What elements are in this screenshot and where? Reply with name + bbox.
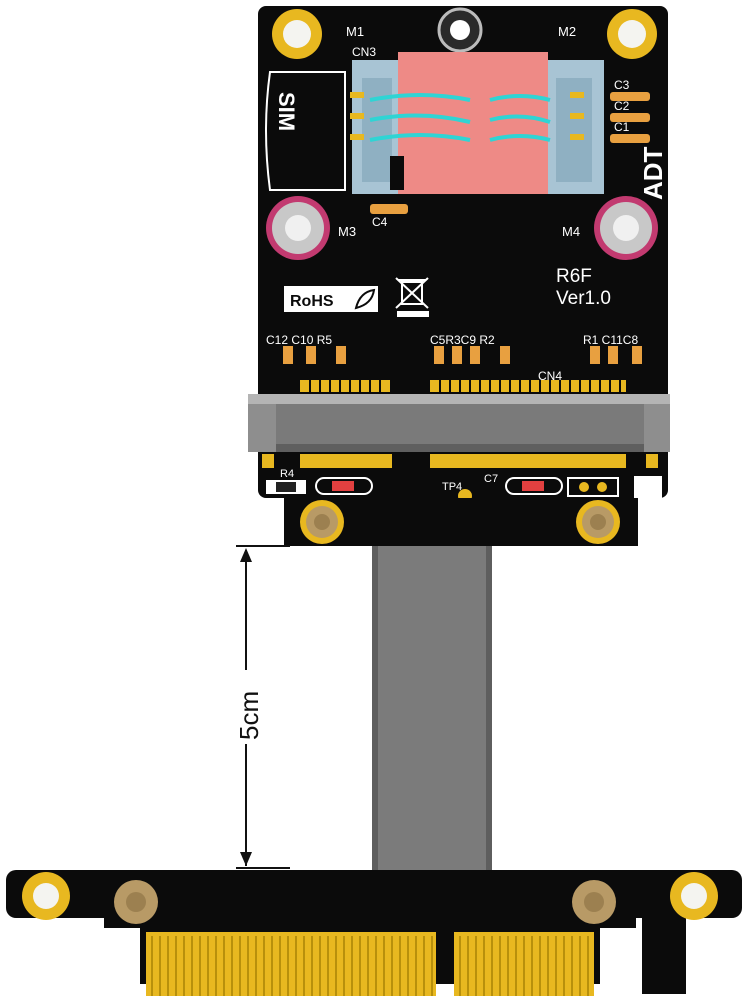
rohs-text: RoHS bbox=[290, 293, 334, 310]
solder-pads-bottom bbox=[262, 454, 658, 468]
label-c3: C3 bbox=[614, 78, 630, 92]
components-left bbox=[283, 346, 346, 364]
caps-right bbox=[610, 92, 650, 143]
brand-label: ADT bbox=[638, 146, 668, 200]
label-m1: M1 bbox=[346, 24, 364, 39]
label-c2: C2 bbox=[614, 99, 630, 113]
label-m2: M2 bbox=[558, 24, 576, 39]
length-label: 5cm bbox=[234, 691, 264, 740]
version-label: Ver1.0 bbox=[556, 288, 611, 309]
mount-hole-top-center bbox=[437, 7, 483, 53]
sim-card bbox=[398, 52, 548, 194]
gold-fingers bbox=[146, 932, 594, 996]
label-c1: C1 bbox=[614, 120, 630, 134]
pcie-x4-board bbox=[6, 870, 742, 996]
top-board-tab bbox=[284, 498, 638, 546]
mount-hole-bottom-right bbox=[670, 872, 718, 920]
label-m3: M3 bbox=[338, 224, 356, 239]
sim-card-slot bbox=[350, 52, 604, 194]
mount-hole-bottom-left bbox=[22, 872, 70, 920]
weee-bin-icon bbox=[395, 277, 429, 317]
label-c7: C7 bbox=[484, 473, 498, 485]
resistor-r4 bbox=[266, 480, 306, 494]
cable-anchor-right bbox=[572, 880, 616, 924]
diode-c6 bbox=[315, 477, 373, 495]
cable-anchor-left bbox=[114, 880, 158, 924]
mount-hole-m3 bbox=[266, 196, 330, 260]
mpcie-adapter-board: M1 M2 M3 M4 SIM CN3 bbox=[248, 6, 670, 509]
rohs-mark: RoHS bbox=[284, 286, 378, 312]
label-r4: R4 bbox=[280, 468, 294, 480]
bracket-tab bbox=[642, 918, 686, 994]
mount-hole-m1 bbox=[272, 9, 322, 59]
label-left-group: C12 C10 R5 bbox=[266, 333, 332, 347]
mount-hole-m4 bbox=[594, 196, 658, 260]
model-label: R6F bbox=[556, 266, 592, 287]
label-c4: C4 bbox=[372, 215, 388, 229]
cap-c4 bbox=[370, 204, 408, 214]
label-mid-group: C5R3C9 R2 bbox=[430, 333, 495, 347]
label-cn3: CN3 bbox=[352, 45, 376, 59]
solder-pads-top bbox=[300, 380, 626, 392]
components-right bbox=[590, 346, 642, 364]
sim-label: SIM bbox=[274, 92, 299, 131]
pcie-slot-connector bbox=[248, 394, 670, 452]
ribbon-cable bbox=[372, 546, 492, 872]
label-right-group: R1 C11C8 bbox=[583, 333, 638, 347]
sim-silkscreen-outline bbox=[265, 71, 346, 191]
label-cn4: CN4 bbox=[538, 369, 562, 383]
components-mid bbox=[434, 346, 510, 364]
label-m4: M4 bbox=[562, 224, 580, 239]
mount-hole-m2 bbox=[607, 9, 657, 59]
diode-c7 bbox=[505, 477, 563, 495]
label-tp4: TP4 bbox=[442, 481, 462, 493]
led-header bbox=[567, 476, 662, 498]
